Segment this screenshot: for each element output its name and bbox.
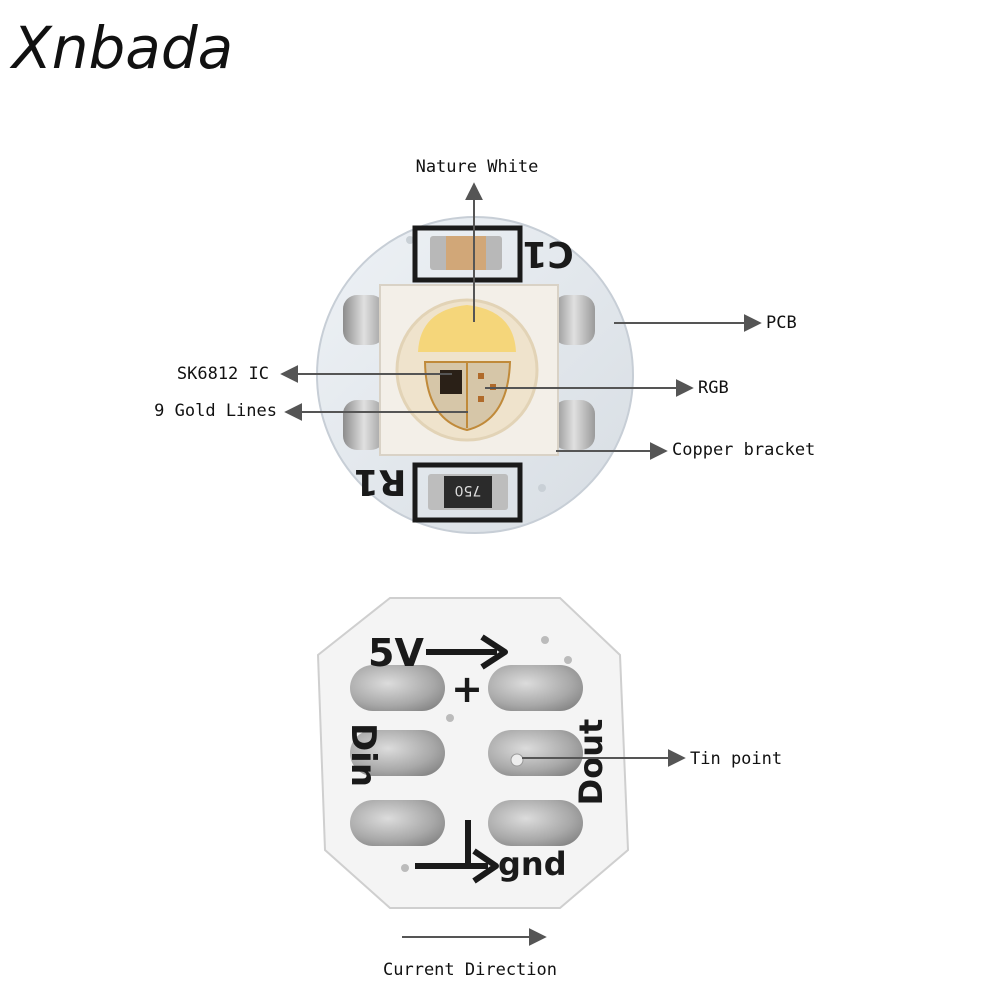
silk-arrowhead-5v [480,634,508,670]
label-din: Din [343,723,383,787]
solder-pad-din [350,730,445,776]
solder-pad-dout [488,730,583,776]
front-callouts: Nature White PCB SK6812 IC RGB 9 Gold Li… [154,157,815,460]
led-pad-br [553,400,595,450]
silk-arrowhead-gnd [472,848,499,884]
via [564,656,572,664]
callout-copper-bracket: Copper bracket [672,440,815,460]
callout-rgb: RGB [698,378,729,398]
led-pad-tl [343,295,385,345]
rgb-die [478,373,484,379]
sk6812-ic-chip [440,370,462,394]
led-pad-bl [343,400,385,450]
brand-logo: Xnbada [9,14,233,82]
via [406,236,414,244]
label-gnd: gnd [498,845,567,883]
via [446,714,454,722]
resistor-body [444,476,492,508]
callout-pcb: PCB [766,313,797,333]
resistor-value: 750 [455,482,482,498]
resistor-outline [412,462,523,523]
led-pad-tr [553,295,595,345]
warm-white-die [418,305,516,352]
solder-pad-5v-out [488,665,583,711]
label-dout: Dout [572,719,610,806]
current-direction-label: Current Direction [383,960,557,980]
via [401,864,409,872]
via [538,484,546,492]
callout-ic: SK6812 IC [177,364,269,384]
solder-pad-gnd-out [488,800,583,846]
solder-pad-gnd-in [350,800,445,846]
callout-gold-lines: 9 Gold Lines [154,401,277,421]
capacitor-label: C1 [522,233,573,274]
resistor-label: R1 [354,461,407,502]
callout-nature-white: Nature White [416,157,539,177]
solder-pad-5v-in [350,665,445,711]
capacitor-outline [412,225,523,283]
front-board: C1 750 R1 [316,216,634,534]
tin-point [510,753,524,767]
label-5v: 5V [368,631,424,675]
callout-tin-point: Tin point [690,749,782,769]
via [541,636,549,644]
rgb-die [478,396,484,402]
back-board: 5V + Din Dout gnd [316,597,630,909]
capacitor-body [446,236,486,270]
label-plus: + [451,667,483,711]
